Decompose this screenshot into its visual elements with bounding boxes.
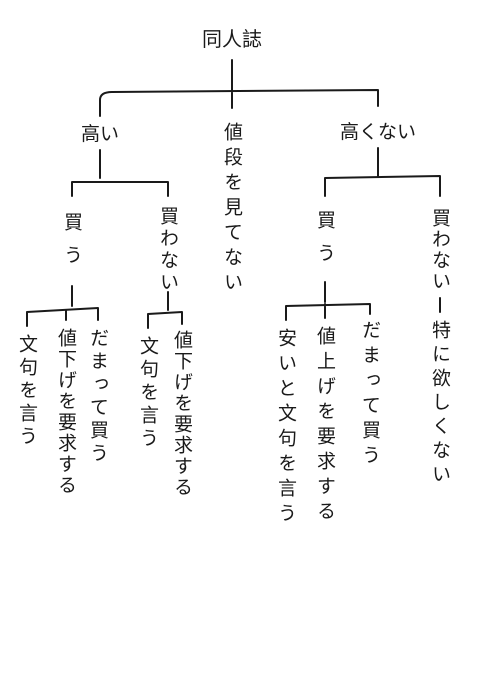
leaf-takai-kawanai-monku: 文句を言う — [137, 336, 159, 451]
leaf-takai-kau-damatte: だまって買う — [87, 328, 109, 466]
leaf-takai-kawanai-nesage: 値下げを要求する — [171, 330, 193, 498]
node-root: 同人誌 — [202, 27, 262, 51]
tree-edges — [26, 59, 441, 329]
edge-takakunai-kau — [285, 281, 371, 321]
edge-root — [99, 59, 379, 117]
node-takakunai-kawanai: 買わない — [429, 208, 451, 292]
leaf-takakunai-kau-neage: 値上げを要求する — [314, 326, 336, 526]
edge-takai-kawanai — [147, 291, 183, 329]
node-takai-kau: 買う — [61, 212, 83, 278]
node-takai-kawanai: 買わない — [157, 206, 179, 294]
tree-nodes: 同人誌 高い 値段を見てない 高くない 買う 買わない 買う 買わない 文句を言… — [16, 27, 451, 528]
leaf-takakunai-kau-damatte: だまって買う — [359, 320, 381, 470]
leaf-takai-kau-nesage: 値下げを要求する — [55, 328, 77, 496]
node-takakunai: 高くない — [340, 121, 416, 143]
leaf-takakunai-kau-yasui: 安いと文句を言う — [275, 328, 297, 528]
leaf-takai-kau-monku: 文句を言う — [16, 334, 38, 449]
node-takai: 高い — [81, 123, 119, 145]
leaf-takakunai-kawanai-tokuni: 特に欲しくない — [429, 320, 451, 488]
edge-takai — [71, 149, 169, 197]
edge-takakunai — [324, 147, 441, 197]
edge-takai-kau — [26, 285, 99, 327]
node-takakunai-kau: 買う — [314, 210, 336, 276]
node-nedan-mitenai: 値段を見てない — [221, 122, 243, 297]
